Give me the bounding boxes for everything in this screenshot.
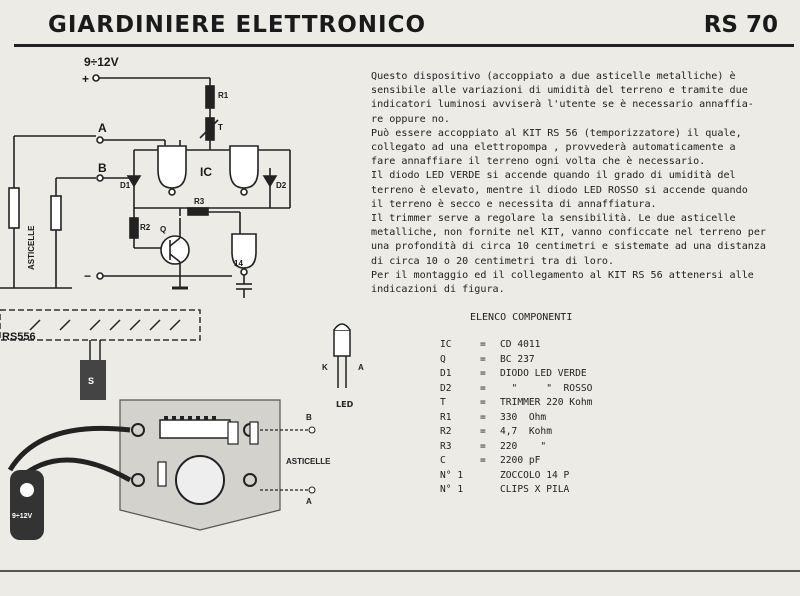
- component-row: IC = CD 4011: [440, 338, 592, 353]
- supply-label: 9÷12V: [84, 55, 119, 69]
- r1-label: R1: [218, 91, 229, 100]
- component-value: TRIMMER 220 Kohm: [500, 397, 593, 408]
- component-eq: [480, 469, 500, 484]
- c-label: C: [240, 307, 250, 308]
- component-value: 330 Ohm: [500, 411, 547, 423]
- point-a-label: A: [98, 121, 107, 135]
- component-value: CD 4011: [500, 339, 541, 350]
- component-eq: [480, 483, 500, 498]
- component-ref: R3: [440, 440, 452, 452]
- description-text: Questo dispositivo (accoppiato a due ast…: [371, 70, 781, 297]
- description-line: fare annaffiare il terreno ogni volta ch…: [371, 156, 706, 168]
- component-value: 4,7 Kohm: [500, 426, 552, 437]
- component-eq: =: [480, 440, 486, 452]
- rs556-label: RS556: [2, 331, 36, 343]
- led-diagram: K A: [322, 323, 364, 388]
- circuit-schematic: 9÷12V + A B − IC C R1 T D1 D2 R2 R3 Q 14…: [0, 55, 291, 308]
- rs556-connector: RS556 S: [0, 309, 201, 400]
- components-list: IC = CD 4011 Q = BC 237 D1 = DIODO LED VERDE D…: [440, 338, 592, 498]
- pcb-b-label: B: [306, 413, 312, 422]
- r2-label: R2: [140, 223, 151, 232]
- plus-label: +: [82, 72, 89, 86]
- component-value: CLIPS X PILA: [500, 484, 570, 495]
- description-line: Il trimmer serve a regolare la sensibili…: [371, 213, 736, 225]
- component-row: N° 1 ZOCCOLO 14 P: [440, 469, 592, 484]
- component-value: ZOCCOLO 14 P: [500, 469, 570, 481]
- component-value: DIODO LED VERDE: [500, 368, 587, 379]
- description-line: terreno è elevato, mentre il diodo LED R…: [371, 184, 748, 196]
- component-row: C = 2200 pF: [440, 454, 592, 469]
- pcb-layout: B A ASTICELLE 9÷12V: [7, 399, 331, 540]
- component-eq: =: [480, 382, 486, 394]
- component-value: BC 237: [500, 353, 535, 365]
- description-line: sensibile alle variazioni di umidità del…: [371, 85, 748, 97]
- point-b-label: B: [98, 161, 107, 175]
- component-eq: =: [480, 397, 486, 408]
- description-line: metalliche, non fornite nel KIT, vanno c…: [371, 227, 767, 239]
- description-line: il terreno è secco e necessita di annaff…: [371, 198, 657, 210]
- component-ref: IC: [440, 339, 452, 350]
- components-title: ELENCO COMPONENTI: [470, 312, 573, 323]
- description-line: Questo dispositivo (accoppiato a due ast…: [371, 71, 736, 82]
- description-line: Per il montaggio ed il collegamento al K…: [371, 269, 754, 281]
- ic-label: IC: [200, 165, 212, 179]
- component-row: D1 = DIODO LED VERDE: [440, 367, 592, 382]
- pcb-supply-label: 9÷12V: [12, 513, 33, 520]
- component-ref: R1: [440, 411, 452, 423]
- component-eq: =: [480, 368, 486, 379]
- component-ref: T: [440, 397, 446, 408]
- component-row: R3 = 220 ": [440, 440, 592, 455]
- asticelle-label: ASTICELLE: [27, 225, 36, 270]
- page-bottom-rule: [0, 570, 800, 572]
- component-ref: D1: [440, 368, 452, 379]
- led-k-label: K: [322, 363, 328, 372]
- description-line: una profondità di circa 10 centimetri e …: [371, 241, 767, 253]
- description-line: Il diodo LED VERDE si accende quando il …: [371, 170, 736, 182]
- component-ref: N° 1: [440, 484, 464, 495]
- description-line: collegato ad una elettropompa , provvede…: [371, 142, 736, 154]
- description-line: re oppure no.: [371, 113, 451, 125]
- component-ref: R2: [440, 426, 452, 437]
- component-row: T = TRIMMER 220 Kohm: [440, 396, 592, 411]
- d2-label: D2: [276, 181, 287, 190]
- component-row: N° 1 CLIPS X PILA: [440, 483, 592, 498]
- description-line: Può essere accoppiato al KIT RS 56 (temp…: [371, 127, 742, 139]
- s-label: S: [88, 376, 94, 386]
- led-a-label: A: [358, 363, 364, 372]
- description-line: indicatori luminosi avviserà l'utente se…: [371, 99, 754, 111]
- pcb-a-label: A: [306, 497, 312, 506]
- component-ref: D2: [440, 382, 452, 394]
- header-bar: GIARDINIERE ELETTRONICO RS 70: [14, 6, 794, 47]
- component-row: R2 = 4,7 Kohm: [440, 425, 592, 440]
- component-value: " " ROSSO: [500, 382, 593, 394]
- component-ref: N° 1: [440, 469, 464, 481]
- description-line: di circa 10 o 20 centimetri tra di loro.: [371, 255, 615, 267]
- component-eq: =: [480, 411, 486, 423]
- r3-label: R3: [194, 197, 205, 206]
- component-eq: =: [480, 426, 486, 437]
- component-value: 2200 pF: [500, 455, 541, 466]
- t-label: T: [218, 123, 223, 132]
- q-label: Q: [160, 225, 166, 234]
- component-value: 220 ": [500, 440, 547, 452]
- component-row: R1 = 330 Ohm: [440, 411, 592, 426]
- description-line: indicazioni di figura.: [371, 284, 505, 296]
- d1-label: D1: [120, 181, 131, 190]
- component-eq: =: [480, 339, 486, 350]
- minus-label: −: [84, 269, 91, 283]
- component-ref: Q: [440, 353, 446, 365]
- kit-code: RS 70: [703, 12, 778, 38]
- component-ref: C: [440, 455, 446, 466]
- pcb-asticelle-label: ASTICELLE: [286, 457, 331, 466]
- component-row: Q = BC 237: [440, 353, 592, 368]
- page-title: GIARDINIERE ELETTRONICO: [48, 12, 427, 38]
- component-eq: =: [480, 353, 486, 365]
- led-label: LED: [336, 400, 354, 409]
- pin14-label: 14: [234, 259, 243, 268]
- component-row: D2 = " " ROSSO: [440, 382, 592, 397]
- component-eq: =: [480, 455, 486, 466]
